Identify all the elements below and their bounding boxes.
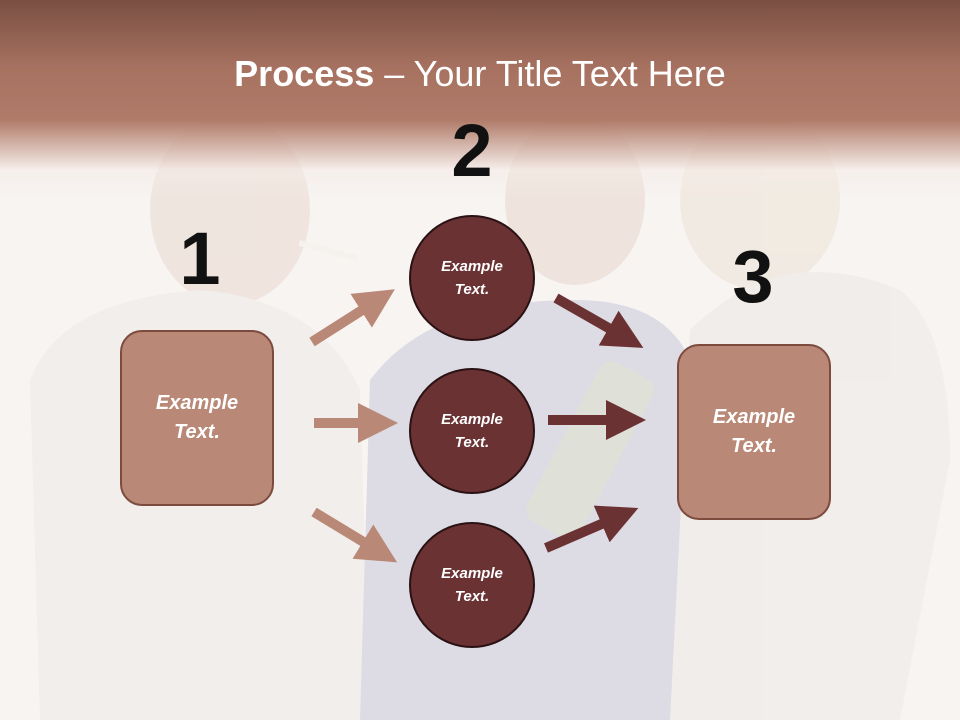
box-right-line1: Example xyxy=(712,406,796,428)
step-box-right: Example Text. xyxy=(677,344,831,520)
step-circle-bottom: Example Text. xyxy=(409,522,535,648)
step-number-3: 3 xyxy=(732,235,774,318)
circle-middle-line2: Text. xyxy=(454,434,490,451)
title-rest: – Your Title Text Here xyxy=(374,53,726,94)
slide-title: Process – Your Title Text Here xyxy=(0,52,960,96)
box-left-line2: Text. xyxy=(174,421,220,443)
box-left-line1: Example xyxy=(155,392,239,414)
step-number-2: 2 xyxy=(451,109,493,192)
circle-bottom-line1: Example xyxy=(441,565,503,582)
step-circle-middle: Example Text. xyxy=(409,368,535,494)
title-bold: Process xyxy=(234,53,375,94)
box-right-line2: Text. xyxy=(731,435,777,457)
circle-middle-line1: Example xyxy=(441,411,503,428)
circle-top-line2: Text. xyxy=(454,281,490,298)
step-circle-top: Example Text. xyxy=(409,215,535,341)
header-band xyxy=(0,0,960,200)
circle-bottom-line2: Text. xyxy=(454,588,490,605)
step-number-1: 1 xyxy=(179,217,221,300)
circle-top-line1: Example xyxy=(441,258,503,275)
step-box-left: Example Text. xyxy=(120,330,274,506)
